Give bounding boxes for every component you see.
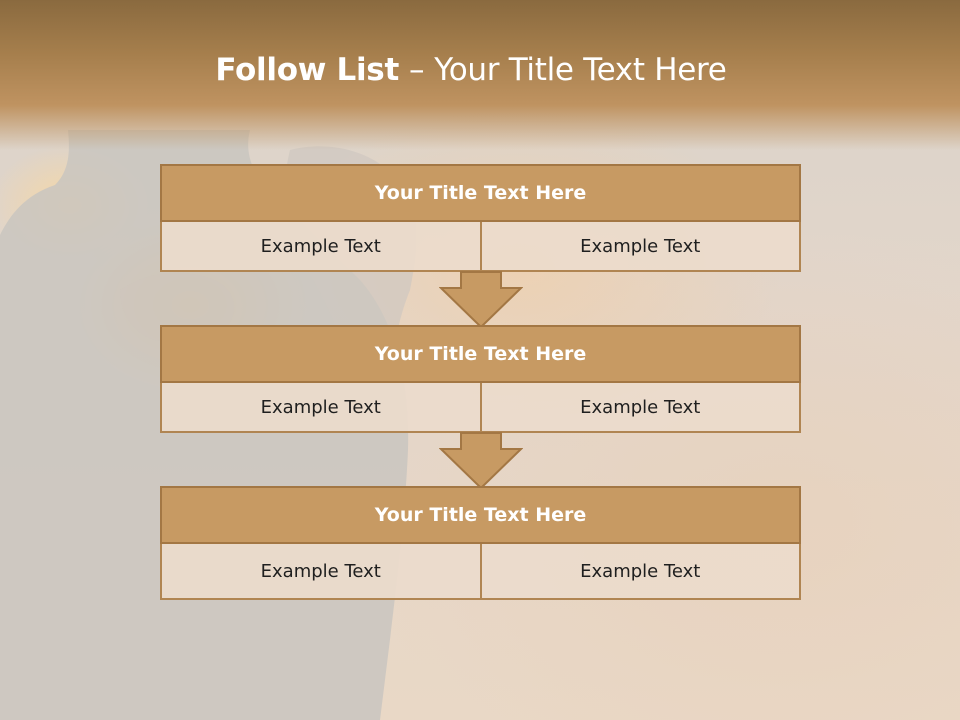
step-row: Example Text Example Text [160, 544, 801, 600]
title-strong: Follow List [215, 52, 399, 88]
down-arrow-icon [439, 432, 523, 490]
step-title: Your Title Text Here [160, 164, 801, 222]
step-title: Your Title Text Here [160, 486, 801, 544]
step-cell-right: Example Text [479, 544, 800, 598]
title-separator: – [408, 52, 425, 88]
page-title: Follow List–Your Title Text Here [0, 52, 942, 88]
down-arrow-icon [439, 271, 523, 329]
step-cell-left: Example Text [260, 396, 381, 418]
header-band [0, 0, 960, 150]
step-block: Your Title Text Here Example Text Exampl… [160, 486, 801, 600]
step-block: Your Title Text Here Example Text Exampl… [160, 164, 801, 272]
step-title: Your Title Text Here [160, 325, 801, 383]
step-cell-left: Example Text [260, 235, 381, 257]
step-cell-right: Example Text [479, 383, 800, 431]
step-cell-left: Example Text [260, 560, 381, 582]
title-rest: Your Title Text Here [434, 52, 727, 88]
step-row: Example Text Example Text [160, 222, 801, 272]
step-cell-right: Example Text [479, 222, 800, 270]
step-block: Your Title Text Here Example Text Exampl… [160, 325, 801, 433]
step-row: Example Text Example Text [160, 383, 801, 433]
